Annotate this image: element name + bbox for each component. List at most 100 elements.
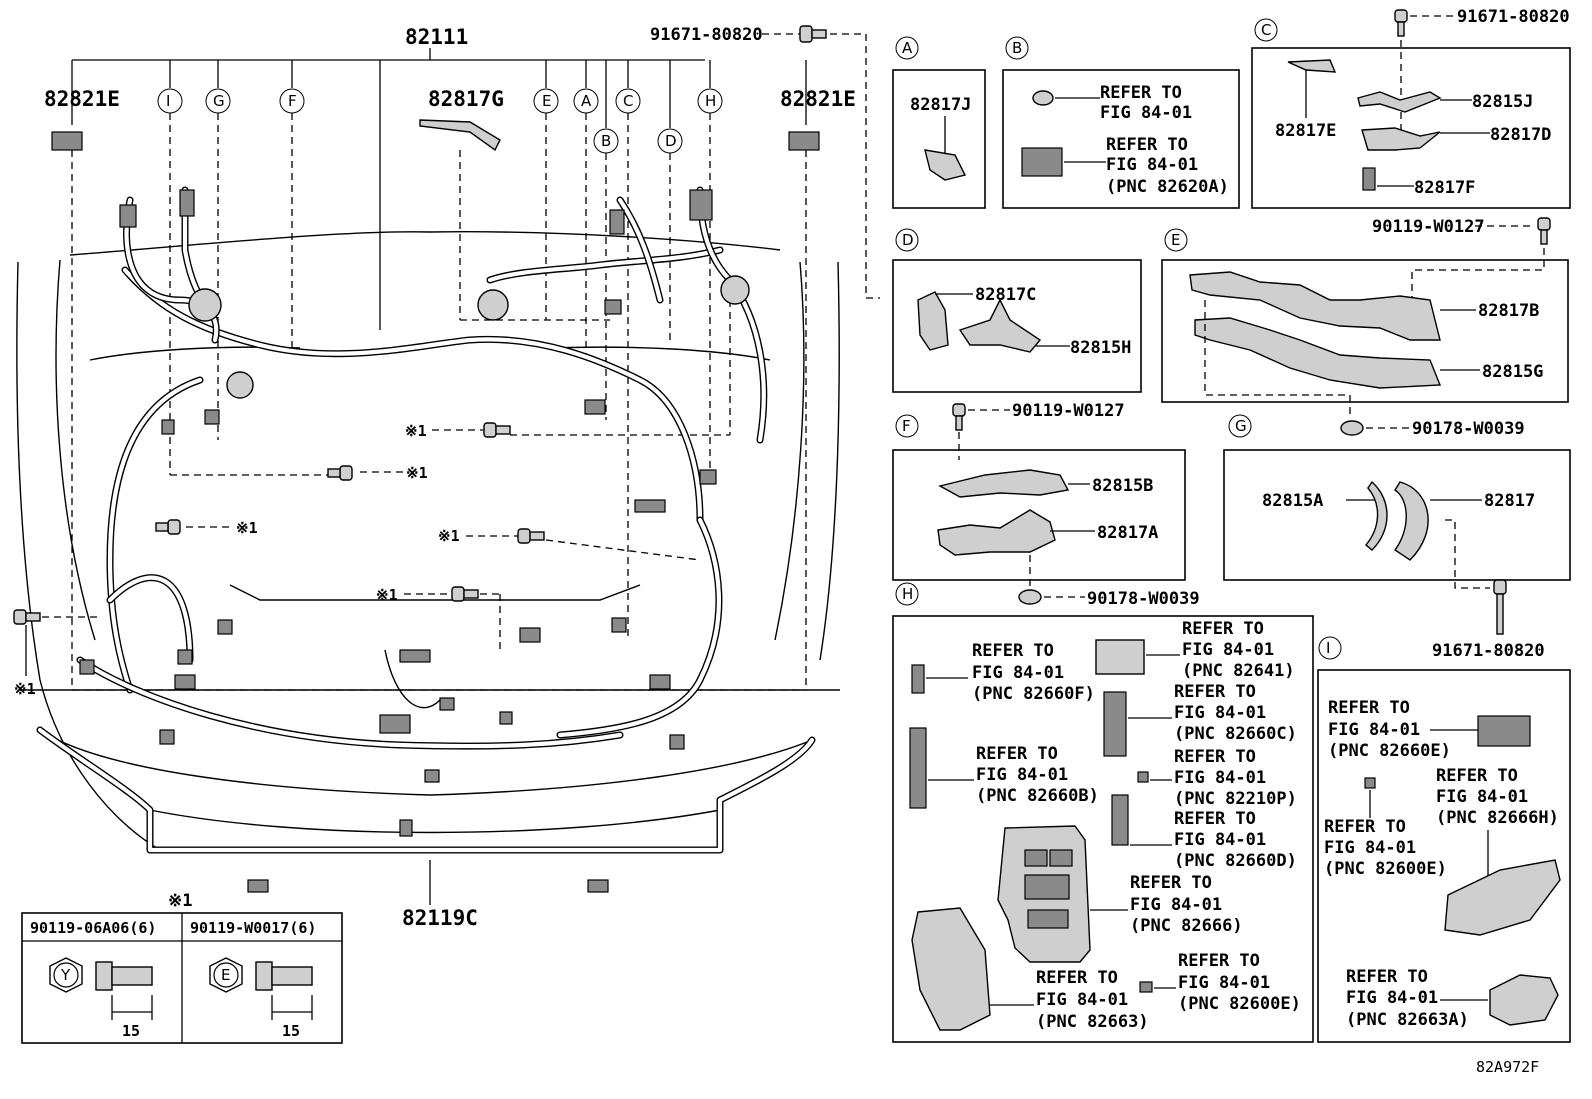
svg-text:REFER TO: REFER TO	[1130, 873, 1212, 893]
svg-text:E: E	[221, 966, 230, 984]
part-82817C: 82817C	[975, 285, 1036, 305]
svg-text:I: I	[1326, 639, 1330, 657]
svg-text:D: D	[902, 231, 914, 249]
svg-text:REFER TO: REFER TO	[1328, 698, 1410, 718]
clip-icon-right	[788, 131, 820, 151]
svg-text:FIG 84-01: FIG 84-01	[976, 765, 1068, 785]
connectors	[79, 189, 750, 893]
svg-text:(PNC 82663A): (PNC 82663A)	[1346, 1010, 1469, 1030]
bolt-icon	[799, 25, 827, 43]
svg-text:※1: ※1	[405, 422, 427, 440]
svg-text:FIG 84-01: FIG 84-01	[1328, 720, 1420, 740]
panel-H: H REFER TO FIG 84-01 (PNC 82660F) REFER …	[892, 582, 1314, 1043]
svg-text:FIG 84-01: FIG 84-01	[1100, 103, 1192, 123]
panel-I: I REFER TO FIG 84-01 (PNC 82660E) REFER …	[1317, 636, 1571, 1043]
svg-text:H: H	[902, 585, 913, 603]
svg-text:※1: ※1	[376, 586, 398, 604]
svg-text:(PNC 82641): (PNC 82641)	[1182, 661, 1295, 681]
clip-icon-left	[51, 131, 83, 151]
svg-text:REFER TO: REFER TO	[1174, 809, 1256, 829]
bolt-spec-2: 90119-W0017(6)	[190, 919, 316, 937]
part-82817J: 82817J	[910, 95, 971, 115]
svg-text:FIG 84-01: FIG 84-01	[1174, 768, 1266, 788]
left-note: ※1	[14, 680, 36, 698]
svg-text:(PNC 82666H): (PNC 82666H)	[1436, 808, 1559, 828]
cover-label-82817G: 82817G	[428, 87, 504, 111]
harness-label-82119C: 82119C	[402, 906, 478, 930]
callout-circles: I G F E A C B D H	[157, 60, 723, 154]
svg-text:FIG 84-01: FIG 84-01	[1436, 787, 1528, 807]
svg-text:REFER TO: REFER TO	[1346, 967, 1428, 987]
svg-text:90178-W0039: 90178-W0039	[1412, 419, 1525, 439]
svg-text:※1: ※1	[236, 519, 258, 537]
svg-text:E: E	[1171, 231, 1180, 249]
svg-text:(PNC 82600E): (PNC 82600E)	[1324, 859, 1447, 879]
bolt-head-icon-e: E 15	[209, 957, 313, 1040]
svg-text:FIG 84-01: FIG 84-01	[1178, 973, 1270, 993]
svg-text:G: G	[1235, 417, 1247, 435]
part-82817: 82817	[1484, 491, 1535, 511]
svg-text:REFER TO: REFER TO	[1106, 135, 1188, 155]
panel-B: B REFER TO FIG 84-01 REFER TO FIG 84-01 …	[1002, 36, 1240, 209]
svg-text:FIG 84-01: FIG 84-01	[1174, 703, 1266, 723]
svg-text:FIG 84-01: FIG 84-01	[1106, 155, 1198, 175]
svg-text:REFER TO: REFER TO	[1036, 968, 1118, 988]
svg-text:I: I	[166, 92, 170, 110]
svg-text:G: G	[213, 92, 225, 110]
part-82815G: 82815G	[1482, 362, 1543, 382]
diagram-code: 82A972F	[1476, 1058, 1539, 1076]
bolt-label-91671-80820-top: 91671-80820	[650, 25, 763, 45]
pnc-82620A: (PNC 82620A)	[1106, 177, 1229, 197]
svg-text:90119-W0127: 90119-W0127	[1012, 401, 1125, 421]
bolt-notes: ※1 ※1 ※1 ※1 ※1 ※1	[13, 422, 701, 698]
svg-text:E: E	[542, 92, 551, 110]
svg-text:REFER TO: REFER TO	[1100, 83, 1182, 103]
svg-text:REFER TO: REFER TO	[1174, 747, 1256, 767]
svg-text:FIG 84-01: FIG 84-01	[1174, 830, 1266, 850]
svg-text:(PNC 82660C): (PNC 82660C)	[1174, 724, 1297, 744]
svg-text:C: C	[623, 92, 633, 110]
svg-text:H: H	[705, 92, 716, 110]
svg-text:(PNC 82660B): (PNC 82660B)	[976, 786, 1099, 806]
part-82817A: 82817A	[1097, 523, 1158, 543]
part-82817D: 82817D	[1490, 125, 1551, 145]
svg-text:※1: ※1	[406, 464, 428, 482]
svg-text:F: F	[902, 417, 911, 435]
svg-text:F: F	[288, 92, 297, 110]
svg-text:90178-W0039: 90178-W0039	[1087, 589, 1200, 609]
harness-label-82111: 82111	[405, 25, 468, 49]
svg-text:(PNC 82600E): (PNC 82600E)	[1178, 994, 1301, 1014]
panel-C: C 91671-80820 82817E 82815J 82817D 82817…	[1251, 7, 1571, 209]
bolt-table-title: ※1	[168, 891, 192, 911]
svg-text:A: A	[581, 92, 592, 110]
wire-harness-main	[36, 186, 816, 854]
svg-text:Y: Y	[60, 966, 71, 984]
svg-text:B: B	[1012, 39, 1022, 57]
svg-text:91671-80820: 91671-80820	[1457, 7, 1570, 27]
part-82815A: 82815A	[1262, 491, 1323, 511]
panel-D: D 82817C 82815H	[892, 228, 1142, 393]
svg-text:B: B	[601, 132, 611, 150]
svg-text:※1: ※1	[438, 527, 460, 545]
svg-text:91671-80820: 91671-80820	[1432, 641, 1545, 661]
svg-text:(PNC 82210P): (PNC 82210P)	[1174, 789, 1297, 809]
svg-text:FIG 84-01: FIG 84-01	[972, 663, 1064, 683]
clip-label-82821E-left: 82821E	[44, 87, 120, 111]
svg-text:(PNC 82666): (PNC 82666)	[1130, 916, 1243, 936]
part-82815B: 82815B	[1092, 476, 1153, 496]
bolt-table: ※1 90119-06A06(6) 90119-W0017(6) Y 15 E	[21, 891, 343, 1044]
main-assembly: 82111 91671-80820 82821E 82821E 82817G I…	[13, 25, 880, 930]
bolt-spec-1: 90119-06A06(6)	[30, 919, 156, 937]
svg-text:(PNC 82663): (PNC 82663)	[1036, 1012, 1149, 1032]
svg-text:90119-W0127: 90119-W0127	[1372, 217, 1485, 237]
panel-F: F 90119-W0127 82815B 82817A 90178-W0039	[892, 401, 1200, 609]
svg-text:FIG 84-01: FIG 84-01	[1130, 895, 1222, 915]
bolt-head-icon-y: Y 15	[49, 957, 153, 1040]
clip-label-82821E-right: 82821E	[780, 87, 856, 111]
panel-E: E 90119-W0127 82817B 82815G 90178-W0039	[1161, 217, 1569, 439]
svg-text:REFER TO: REFER TO	[976, 744, 1058, 764]
svg-text:D: D	[665, 132, 677, 150]
part-82815H: 82815H	[1070, 338, 1131, 358]
part-82817E: 82817E	[1275, 121, 1336, 141]
